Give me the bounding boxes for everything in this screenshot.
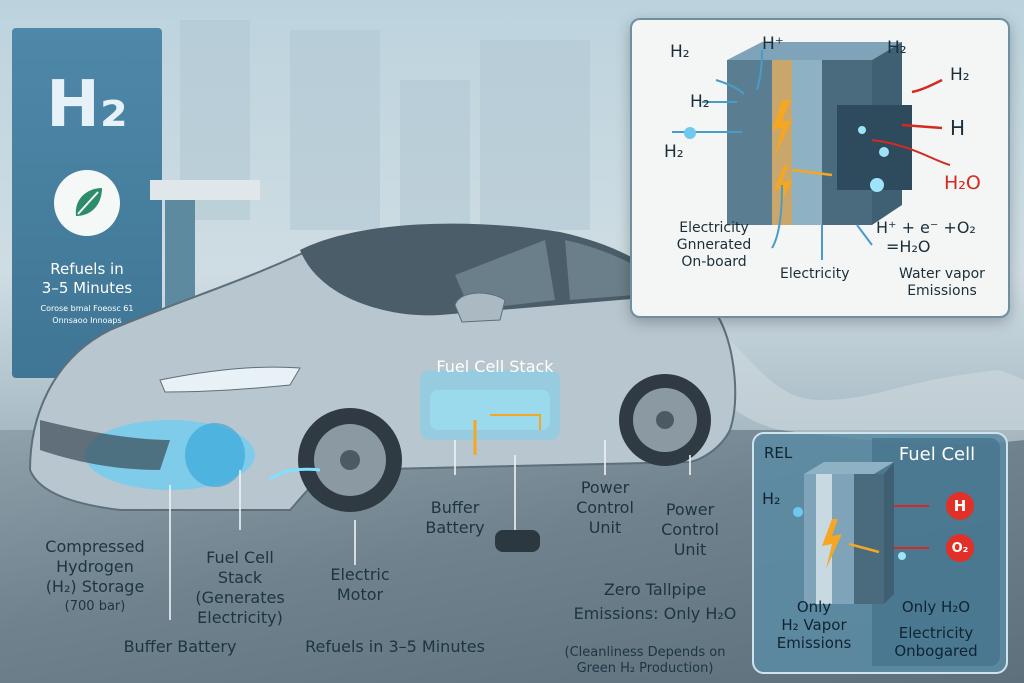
water-vapor-line1: Water vapor: [899, 266, 985, 282]
leaf-icon: [54, 170, 120, 236]
hydrogen-storage-line3: (H₂) Storage: [45, 577, 145, 596]
cleanliness-line2: Green H₂ Production): [576, 661, 714, 676]
electricity-label: Electricity: [780, 266, 850, 282]
h2-in-label: H₂: [762, 489, 781, 508]
hydrogen-station-sign: H₂ Refuels in 3–5 Minutes Corose bmal Fo…: [12, 28, 162, 378]
only-h2o-line3: Onbogared: [894, 642, 978, 660]
only-h2o-line2: Electricity: [898, 624, 974, 642]
fuel-cell-block-diagram: [672, 42, 951, 260]
background-building: [480, 40, 590, 230]
station-canopy: [150, 180, 260, 200]
station-small-line2: Onnsaoo Innoaps: [52, 316, 122, 325]
zero-emissions-line2: Emissions: Only H₂O: [573, 604, 737, 623]
electricity-generated-line3: On-board: [681, 254, 747, 270]
electric-motor-label: Electric Motor: [305, 565, 415, 605]
station-refuel-line2: 3–5 Minutes: [41, 279, 133, 297]
fuel-cell-inset-title: Fuel Cell: [898, 444, 976, 465]
electricity-generated-line1: Electricity: [679, 220, 749, 236]
fuel-cell-generates-line1: Fuel Cell: [206, 548, 274, 567]
h2-label-d: H₂: [950, 65, 970, 85]
h-plus-label: H⁺: [762, 34, 784, 54]
buffer-battery-label: Buffer Battery: [405, 498, 505, 538]
fuel-cell-stack-label: Fuel Cell Stack: [436, 357, 554, 376]
buffer-battery-line2: Battery: [425, 518, 485, 537]
power-control-unit-2-line2: Control: [661, 520, 719, 539]
h2-label-a: H₂: [670, 42, 690, 62]
fuel-cell-generates-label: Fuel Cell Stack (Generates Electricity): [180, 548, 300, 628]
rel-label: REL: [764, 444, 793, 462]
buffer-battery-bottom-label: Buffer Battery: [123, 637, 237, 656]
power-control-unit-line1: Power: [580, 478, 630, 497]
h-out-badge: H: [946, 492, 974, 520]
power-control-unit-line2: Control: [576, 498, 634, 517]
only-h2-vapor-line2: H₂ Vapor: [781, 616, 847, 634]
hydrogen-storage-line4: (700 bar): [64, 599, 126, 614]
h2-label-e: H₂: [664, 142, 684, 162]
only-h2o-line1: Only H₂O: [901, 598, 971, 616]
hydrogen-storage-line1: Compressed: [45, 537, 145, 556]
h2-label-b: H₂: [887, 38, 907, 58]
electricity-generated-line2: Gnnerated: [676, 237, 752, 253]
station-refuel-line1: Refuels in: [50, 260, 124, 278]
power-control-unit-2-line3: Unit: [673, 540, 707, 559]
water-vapor-line2: Emissions: [907, 283, 977, 299]
electricity-generated-label: Electricity Gnnerated On-board: [654, 220, 774, 271]
power-control-unit-label-2: Power Control Unit: [645, 500, 735, 560]
only-h2-vapor-label: Only H₂ Vapor Emissions: [759, 598, 869, 652]
h2-label-c: H₂: [690, 92, 710, 112]
buffer-battery-line1: Buffer: [430, 498, 480, 517]
electric-motor-line2: Motor: [336, 585, 384, 604]
water-vapor-label: Water vapor Emissions: [882, 266, 1002, 300]
fuel-cell-generates-line3: (Generates: [195, 588, 285, 607]
hydrogen-storage-label: Compressed Hydrogen (H₂) Storage (700 ba…: [20, 537, 170, 617]
fuel-cell-detail-inset: H₂ H⁺ H₂ H₂ H₂ H₂ H H₂O Electricity Gnne…: [630, 18, 1010, 318]
zero-emissions-label: Zero Tallpipe Emissions: Only H₂O: [560, 580, 750, 624]
only-h2-vapor-line3: Emissions: [776, 634, 852, 652]
fuel-cell-mini-diagram: [793, 462, 929, 604]
zero-emissions-line1: Zero Tallpipe: [603, 580, 707, 599]
electric-motor-line1: Electric: [330, 565, 390, 584]
hydrogen-storage-line2: Hydrogen: [56, 557, 134, 576]
power-control-unit-2-line1: Power: [665, 500, 715, 519]
h2o-label: H₂O: [944, 172, 981, 194]
cleanliness-line1: (Cleanliness Depends on: [564, 645, 726, 660]
refuel-bottom-label: Refuels in 3–5 Minutes: [305, 637, 485, 656]
only-h2o-label: Only H₂O Electricity Onbogared: [872, 598, 1000, 660]
cleanliness-note: (Cleanliness Depends on Green H₂ Product…: [545, 645, 745, 677]
fuel-cell-generates-line2: Stack: [217, 568, 263, 587]
background-building: [290, 30, 380, 230]
station-logo: H₂: [46, 68, 128, 142]
background-building: [400, 80, 470, 230]
reaction-equation-line1: H⁺ + e⁻ +O₂: [876, 218, 976, 237]
only-h2-vapor-line1: Only: [796, 598, 832, 616]
reaction-equation: H⁺ + e⁻ +O₂ =H₂O: [876, 218, 976, 256]
h-out-label: H: [950, 116, 966, 140]
fuel-cell-generates-line4: Electricity): [197, 608, 283, 627]
station-small-line1: Corose bmal Foeosc 61: [40, 304, 134, 313]
reaction-equation-line2: =H₂O: [886, 237, 931, 256]
power-control-unit-label: Power Control Unit: [560, 478, 650, 538]
fuel-cell-summary-inset: REL Fuel Cell H₂ H O₂ Only H₂ Vapor Emis…: [752, 432, 1008, 674]
o2-out-badge: O₂: [946, 534, 974, 562]
power-control-unit-line3: Unit: [588, 518, 622, 537]
